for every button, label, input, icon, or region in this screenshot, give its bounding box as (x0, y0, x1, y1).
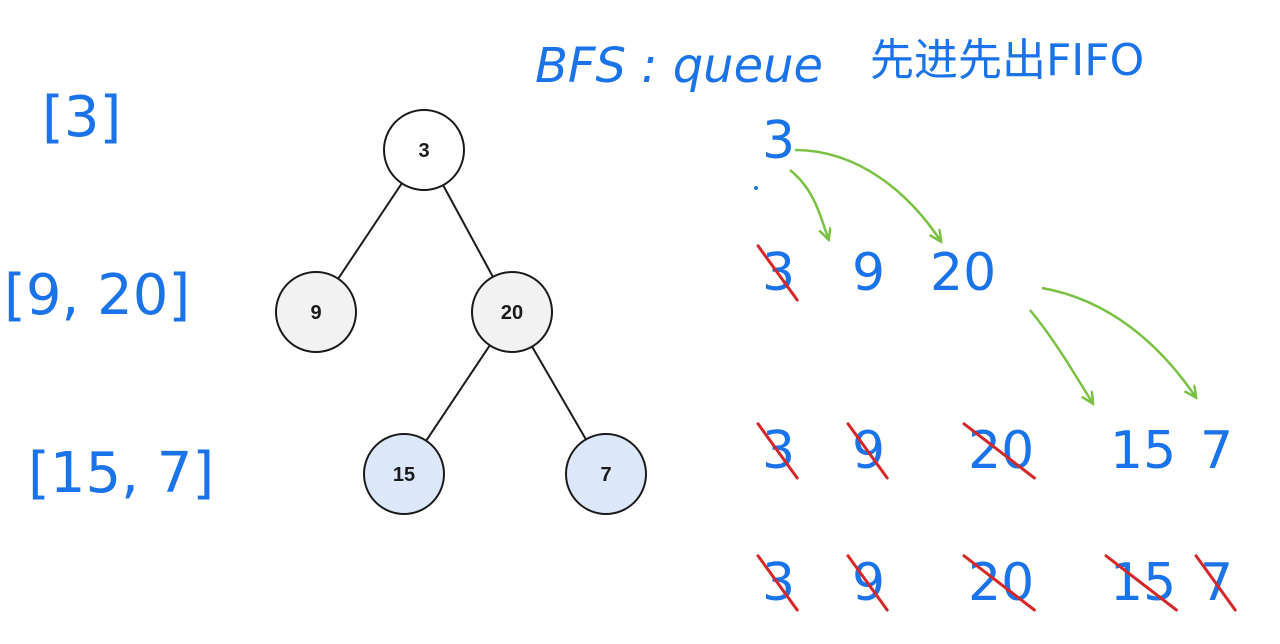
dequeued-strike-7-step-4 (1194, 554, 1237, 612)
level-lists: [3] [9, 20] [15, 7] (4, 85, 214, 506)
queue-item-20-step-2: 20 (930, 243, 996, 303)
queue-item-9-step-2: 9 (852, 243, 885, 303)
enqueue-arrow-20-to-15 (1029, 309, 1092, 402)
level-list-2: [15, 7] (28, 441, 214, 506)
dequeued-strike-3-step-3 (756, 422, 799, 480)
tree-node-circle (363, 433, 445, 515)
dequeued-strike-15-step-4 (1104, 554, 1178, 612)
enqueue-arrow-3-to-9 (789, 169, 828, 238)
tree-edge-n3-n20 (442, 184, 494, 278)
tree-node-circle (275, 271, 357, 353)
dequeued-strike-9-step-4 (846, 554, 889, 612)
dequeued-strike-3-step-2 (756, 244, 799, 302)
level-list-0: [3] (42, 85, 121, 150)
enqueue-arrow-20-to-7 (1041, 286, 1195, 396)
level-list-1: [9, 20] (4, 263, 190, 328)
queue-item-7-step-3: 7 (1200, 421, 1233, 481)
binary-tree: 3 9 20 15 7 (275, 109, 647, 515)
tree-nodes: 3 9 20 15 7 (275, 109, 647, 515)
tree-node-7: 7 (565, 433, 647, 515)
tree-node-label: 9 (310, 302, 321, 324)
tree-node-circle (471, 271, 553, 353)
enqueue-arrow-3-to-20 (794, 148, 940, 240)
dequeued-strike-20-step-3 (962, 422, 1036, 480)
tree-node-label: 3 (418, 140, 429, 162)
dequeued-strike-20-step-4 (962, 554, 1036, 612)
heading-fifo-note: 先进先出FIFO (870, 35, 1144, 86)
dequeued-strike-9-step-3 (846, 422, 889, 480)
tree-node-circle (383, 109, 465, 191)
enqueue-arrows (789, 148, 1195, 402)
heading: BFS : queue 先进先出FIFO (535, 35, 1144, 94)
queue-item-15-step-3: 15 (1110, 421, 1176, 481)
heading-title: BFS : queue (535, 38, 823, 94)
tree-node-label: 20 (501, 302, 523, 324)
tree-node-20: 20 (471, 271, 553, 353)
tree-node-circle (565, 433, 647, 515)
ink-dot (754, 186, 758, 190)
dequeued-strike-3-step-4 (756, 554, 799, 612)
tree-node-15: 15 (363, 433, 445, 515)
tree-node-label: 15 (393, 464, 415, 486)
tree-edges (337, 182, 587, 442)
tree-edge-n20-n7 (531, 346, 587, 440)
queue-item-3-step-1: 3 (762, 111, 795, 171)
tree-edge-n20-n15 (425, 344, 491, 442)
tree-edge-n3-n9 (337, 182, 403, 280)
queue-items: 3392039201573920157 (756, 111, 1237, 613)
tree-node-label: 7 (600, 464, 611, 486)
queue-walkthrough: 3392039201573920157 (754, 111, 1237, 613)
tree-node-9: 9 (275, 271, 357, 353)
tree-node-3: 3 (383, 109, 465, 191)
